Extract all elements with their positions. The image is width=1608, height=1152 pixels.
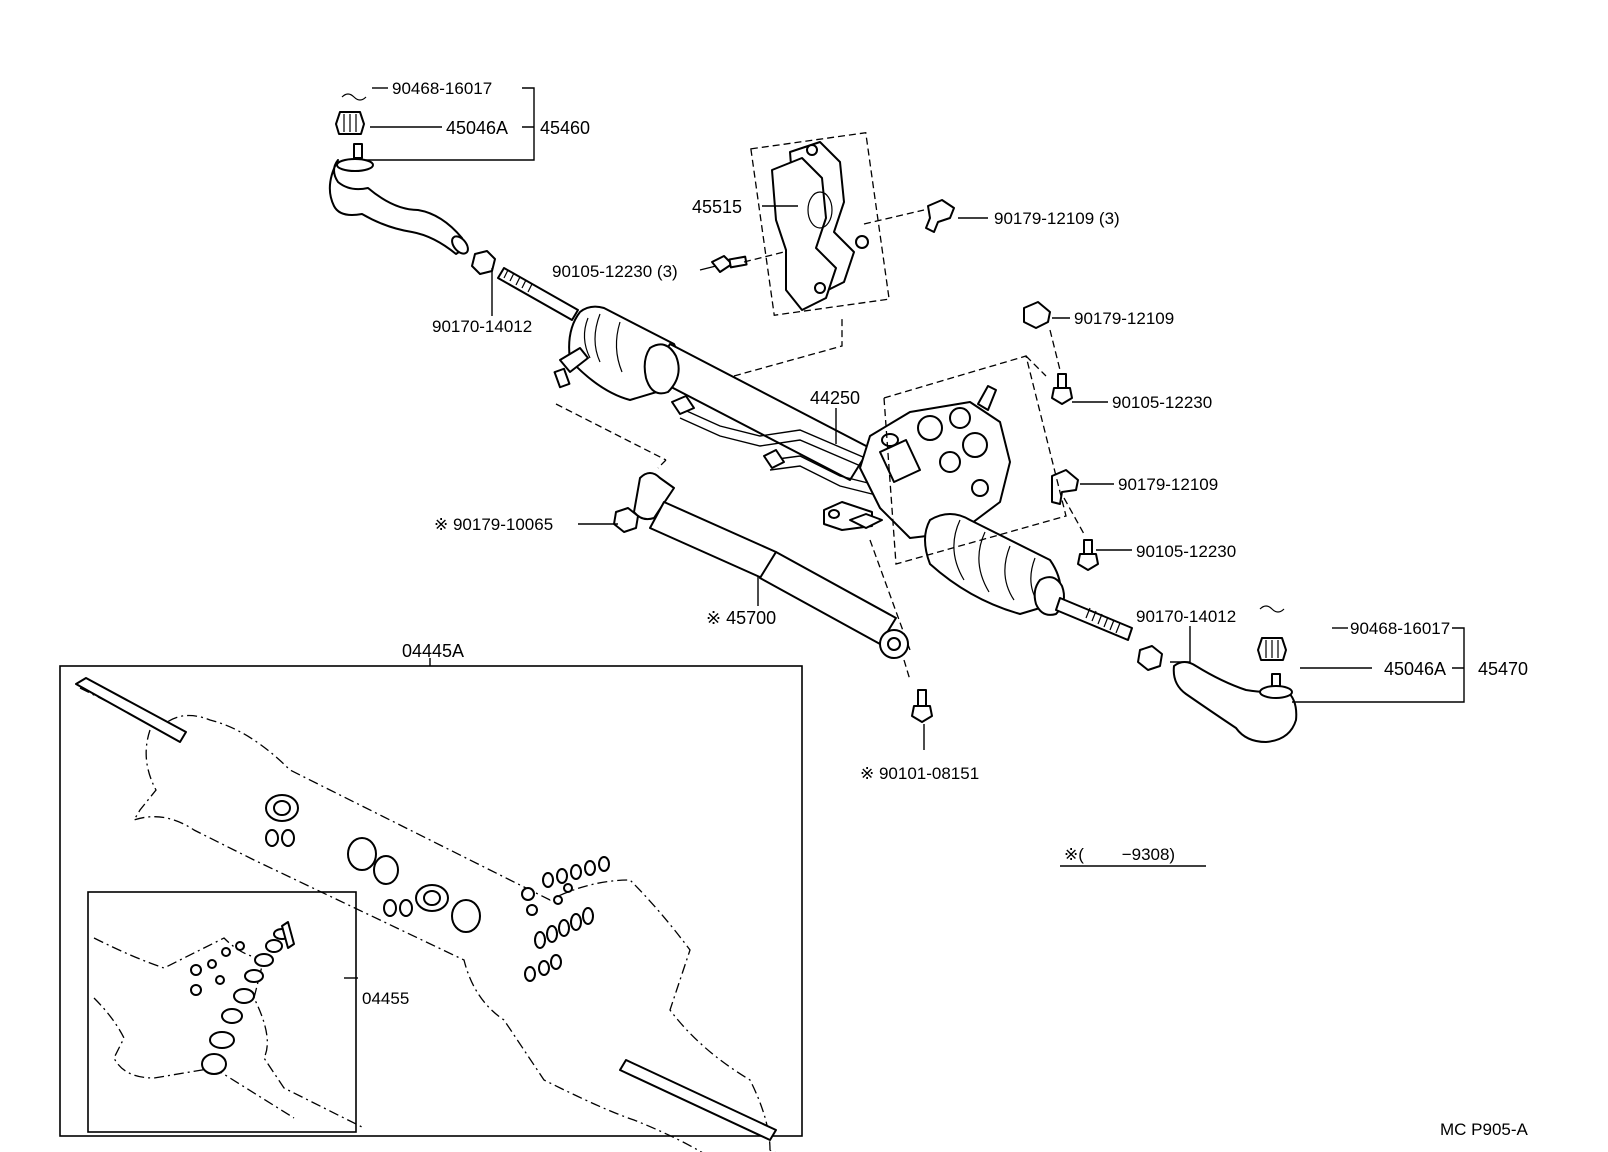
clip-nut-right-lower (1051, 469, 1079, 505)
label-45046A-right: 45046A (1384, 659, 1446, 679)
label-45700: ※ 45700 (706, 608, 776, 628)
tie-rod-end-right (1172, 605, 1298, 743)
label-45470: 45470 (1478, 659, 1528, 679)
label-90179-10065: ※ 90179-10065 (434, 515, 553, 534)
damper-bolt (911, 689, 933, 723)
label-90179-12109-3: 90179-12109 (3) (994, 209, 1120, 228)
label-04445A: 04445A (402, 641, 464, 661)
lock-nut-right (1137, 645, 1163, 671)
rack-housing (553, 305, 1065, 616)
label-45046A-left: 45046A (446, 118, 508, 138)
leader-lines (344, 87, 1465, 979)
label-90170-14012-left: 90170-14012 (432, 317, 532, 336)
label-44250: 44250 (810, 388, 860, 408)
label-90179-12109-upper: 90179-12109 (1074, 309, 1174, 328)
bolt-right-upper (1051, 373, 1073, 405)
bolt-right-lower (1077, 539, 1099, 571)
rack-end-left (497, 267, 579, 321)
label-90170-14012-right: 90170-14012 (1136, 607, 1236, 626)
applicability-note: ※( −9308) (1064, 845, 1175, 864)
clip-nut-right-upper (1023, 301, 1051, 329)
label-90105-12230-lower: 90105-12230 (1136, 542, 1236, 561)
label-90468-16017-right: 90468-16017 (1350, 619, 1450, 638)
diagram-code: MC P905-A (1440, 1120, 1529, 1139)
rack-bracket (771, 141, 869, 311)
rack-end-right (1055, 597, 1133, 641)
steering-damper (633, 472, 909, 659)
bolt-bracket (711, 255, 748, 273)
label-90105-12230-3: 90105-12230 (3) (552, 262, 678, 281)
label-90101-08151: ※ 90101-08151 (860, 764, 979, 783)
label-90105-12230-upper: 90105-12230 (1112, 393, 1212, 412)
tie-rod-end-left (328, 93, 469, 255)
kit-04445A (59, 658, 803, 1152)
label-04455: 04455 (362, 989, 409, 1008)
kit-04455 (87, 891, 365, 1133)
label-45460: 45460 (540, 118, 590, 138)
label-90179-12109-lower: 90179-12109 (1118, 475, 1218, 494)
bracket-dashed-box (750, 132, 890, 316)
valve-dashed-box (883, 355, 1067, 565)
label-45515: 45515 (692, 197, 742, 217)
clip-nut-top (925, 199, 955, 233)
label-90468-16017-left: 90468-16017 (392, 79, 492, 98)
